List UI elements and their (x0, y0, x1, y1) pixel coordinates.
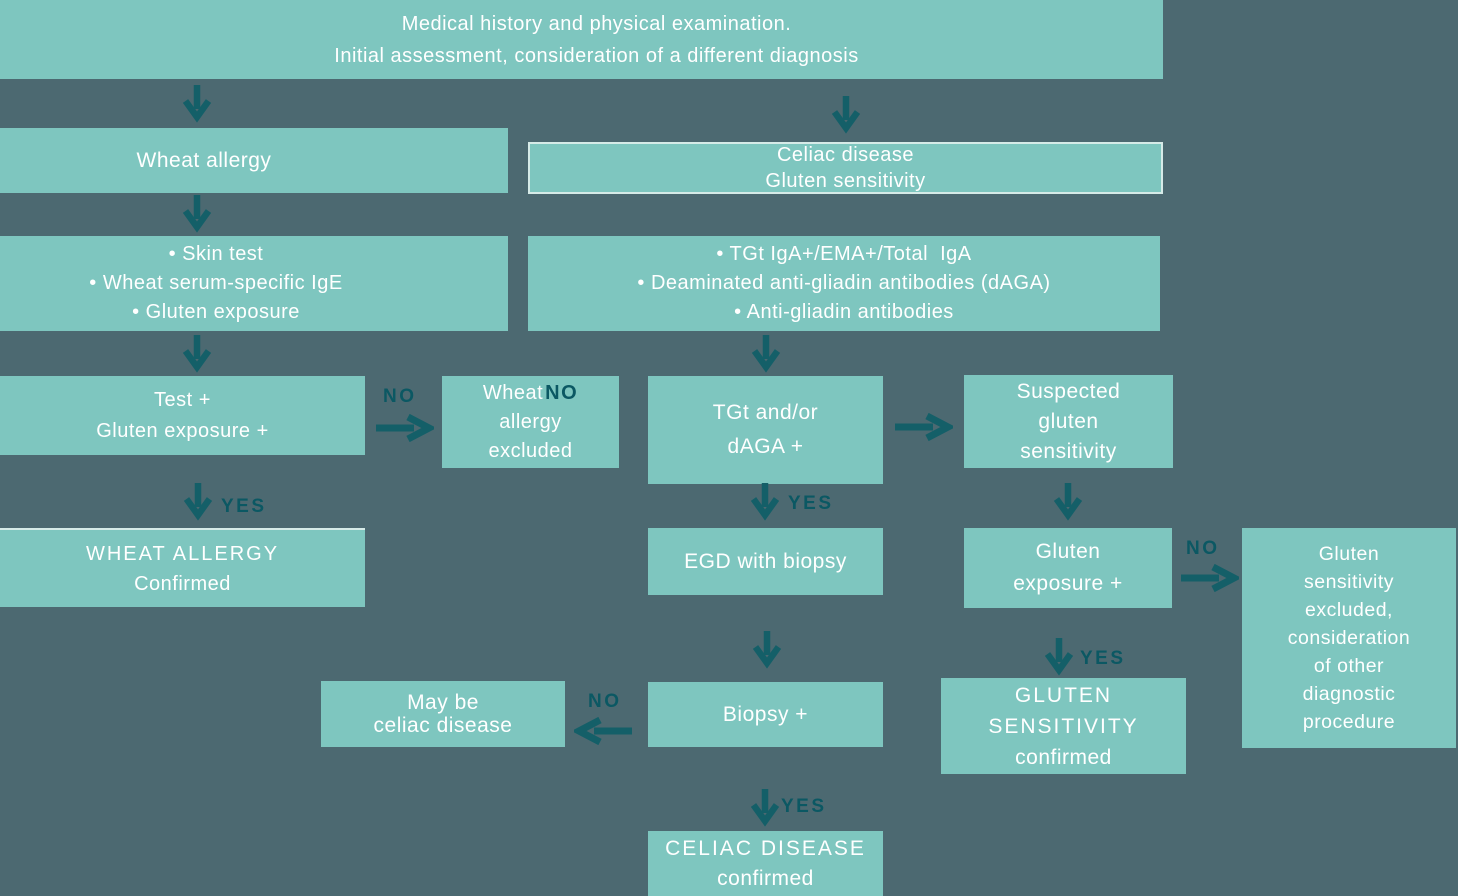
node-line-text: Wheat (482, 381, 544, 404)
node-line: sensitivity (1020, 439, 1117, 463)
node-gluten-sensitivity-confirmed: GLUTEN SENSITIVITY confirmed (941, 678, 1186, 774)
node-line: dAGA + (727, 435, 804, 458)
node-tgt-daga: TGt and/or dAGA + (648, 376, 883, 484)
arrow-right-exposure-to-excluded-icon (1181, 563, 1239, 593)
node-line: Suspected (1016, 379, 1121, 403)
node-line: GLUTEN (1014, 683, 1113, 707)
arrow-down-wheattests-to-test-icon (182, 335, 212, 373)
node-line: sensitivity (1303, 571, 1395, 593)
arrow-right-tgt-to-suspected-icon (895, 412, 953, 442)
node-line: EGD with biopsy (684, 550, 847, 573)
node-line: • Deaminated anti-gliadin antibodies (dA… (637, 272, 1051, 294)
arrow-down-yes-exposure-to-gsconfirmed-icon (1044, 638, 1074, 676)
node-line: WHEAT ALLERGY (85, 542, 280, 565)
node-line: • Anti-gliadin antibodies (734, 301, 954, 323)
node-line: Biopsy + (722, 703, 809, 726)
node-line: of other (1313, 655, 1385, 677)
decision-label-yes: YES (1080, 648, 1126, 669)
node-line: Gluten exposure + (96, 419, 269, 442)
arrow-down-egd-to-biopsy-icon (752, 631, 782, 669)
node-line: • Skin test (168, 243, 264, 265)
node-line: CELIAC DISEASE (665, 836, 866, 860)
arrow-down-wheat-to-tests-icon (182, 195, 212, 233)
arrow-down-celiactests-to-tgt-icon (751, 335, 781, 373)
node-biopsy-positive: Biopsy + (648, 682, 883, 747)
arrow-left-biopsy-to-maybe-icon (574, 716, 632, 746)
node-suspected-gluten-sensitivity: Suspected gluten sensitivity (964, 375, 1173, 468)
decision-label-no: NO (1186, 538, 1220, 559)
node-line: Gluten sensitivity (765, 170, 926, 192)
arrow-right-test-to-excluded-icon (376, 413, 434, 443)
node-celiac-tests: • TGt IgA+/EMA+/Total IgA • Deaminated a… (528, 236, 1160, 331)
overlap-no-label: NO (545, 381, 579, 404)
node-wheat-allergy: Wheat allergy (0, 128, 508, 193)
node-line: Confirmed (134, 572, 231, 595)
arrow-down-yes-tgt-to-egd-icon (750, 483, 780, 521)
arrow-down-assessment-to-wheat-icon (182, 85, 212, 123)
node-line: confirmed (717, 866, 814, 890)
arrow-down-yes-biopsy-to-celiacconfirmed-icon (750, 789, 780, 827)
decision-label-yes: YES (781, 796, 827, 817)
node-celiac-disease-confirmed: CELIAC DISEASE confirmed (648, 831, 883, 896)
node-line: excluded, (1305, 599, 1393, 621)
node-line: diagnostic (1302, 683, 1396, 705)
decision-label-no: NO (383, 386, 417, 407)
node-line: May be (407, 691, 479, 714)
node-line: consideration (1287, 627, 1411, 649)
decision-label-yes: YES (221, 496, 267, 517)
node-line: SENSITIVITY (988, 714, 1139, 738)
node-line: allergy (499, 410, 562, 433)
node-line: exposure + (1013, 572, 1123, 595)
arrow-down-suspected-to-exposure-icon (1053, 483, 1083, 521)
node-egd-biopsy: EGD with biopsy (648, 528, 883, 595)
node-maybe-celiac: May be celiac disease (321, 681, 565, 747)
decision-label-yes: YES (788, 493, 834, 514)
node-line: celiac disease (373, 714, 513, 737)
node-celiac-gluten: Celiac disease Gluten sensitivity (528, 142, 1163, 194)
arrow-down-assessment-to-celiac-icon (831, 96, 861, 134)
node-line: • Gluten exposure (132, 301, 300, 323)
node-line: Medical history and physical examination… (401, 12, 792, 35)
node-wheat-tests: • Skin test • Wheat serum-specific IgE •… (0, 236, 508, 331)
node-test-positive: Test + Gluten exposure + (0, 376, 365, 455)
node-gluten-exposure: Gluten exposure + (964, 528, 1172, 608)
node-line: Gluten (1318, 543, 1380, 565)
node-line: Wheat allergy (136, 149, 272, 172)
node-line: Initial assessment, consideration of a d… (334, 44, 859, 67)
node-line: Test + (154, 388, 211, 411)
node-line: Celiac disease (776, 144, 915, 166)
node-line: confirmed (1015, 745, 1112, 769)
decision-label-no: NO (588, 691, 622, 712)
node-line: TGt and/or (712, 401, 819, 424)
arrow-down-yes-test-to-confirmed-icon (183, 483, 213, 521)
node-line: Gluten (1035, 540, 1101, 563)
node-line: • TGt IgA+/EMA+/Total IgA (716, 243, 972, 265)
node-assessment: Medical history and physical examination… (0, 0, 1163, 79)
node-line: procedure (1302, 711, 1396, 733)
node-wheat-allergy-confirmed: WHEAT ALLERGY Confirmed (0, 528, 365, 607)
node-gluten-sensitivity-excluded: Gluten sensitivity excluded, considerati… (1242, 528, 1456, 748)
node-line: excluded (488, 439, 573, 462)
node-line: gluten (1038, 409, 1099, 433)
node-line: • Wheat serum-specific IgE (89, 272, 343, 294)
